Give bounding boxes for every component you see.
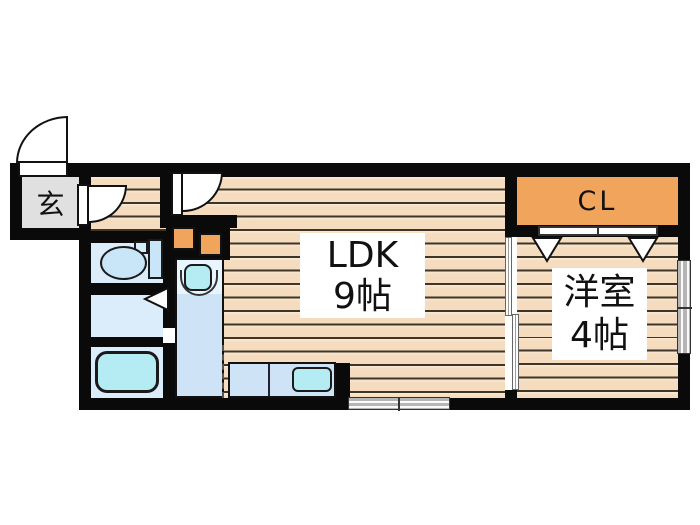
- ldk-label: LDK 9帖: [300, 233, 425, 318]
- bath-block-right-wall: [163, 231, 175, 398]
- western-room-label: 洋室 4帖: [552, 268, 647, 360]
- stove-burner: [199, 233, 222, 256]
- genkan-wall-left: [10, 163, 22, 240]
- entry-door-arc: [16, 116, 68, 163]
- hall-divider-wall: [160, 163, 172, 228]
- western-room-name: 洋室: [563, 272, 636, 313]
- ldk-name: LDK: [326, 234, 399, 276]
- window-divider: [398, 398, 400, 411]
- ldk-size: 9帖: [333, 275, 392, 317]
- refrigerator-dashed-line: [222, 345, 224, 398]
- hall-door-leaf: [77, 184, 89, 226]
- window-right: [677, 260, 692, 354]
- bathtub: [95, 351, 159, 393]
- window-divider: [678, 307, 692, 309]
- closet-folding-door: [538, 226, 658, 236]
- washroom-bath-wall: [79, 337, 175, 347]
- toilet-tank: [148, 239, 163, 279]
- genkan-room: [22, 177, 79, 228]
- ldk-western-wall-lower: [505, 390, 517, 410]
- stove-burner: [172, 227, 195, 250]
- toilet-washroom-wall: [79, 283, 175, 295]
- sliding-door-panel: [512, 314, 519, 390]
- genkan-label-text: 玄: [36, 187, 65, 221]
- washroom: [91, 295, 163, 337]
- counter-sink: [292, 367, 332, 392]
- toilet-bowl: [100, 246, 147, 280]
- closet-label: CL: [577, 185, 618, 217]
- sliding-door-panel: [505, 237, 512, 316]
- western-room-size: 4帖: [570, 315, 629, 356]
- closet-door-divider: [597, 228, 599, 234]
- genkan-wall-bottom: [10, 228, 91, 240]
- bath-door: [163, 328, 175, 343]
- kitchen-sink-curve: [180, 270, 218, 296]
- entry-door-leaf: [18, 161, 68, 177]
- ldk-western-wall-upper: [505, 163, 517, 237]
- window-bottom: [348, 397, 450, 411]
- counter-end-wall: [336, 363, 350, 398]
- genkan-label: 玄: [22, 177, 79, 228]
- kitchen-sink: [184, 264, 212, 291]
- ldk-door-leaf: [171, 172, 183, 216]
- counter-divider: [268, 364, 270, 396]
- wall-top: [68, 163, 690, 177]
- closet-room: CL: [517, 177, 678, 225]
